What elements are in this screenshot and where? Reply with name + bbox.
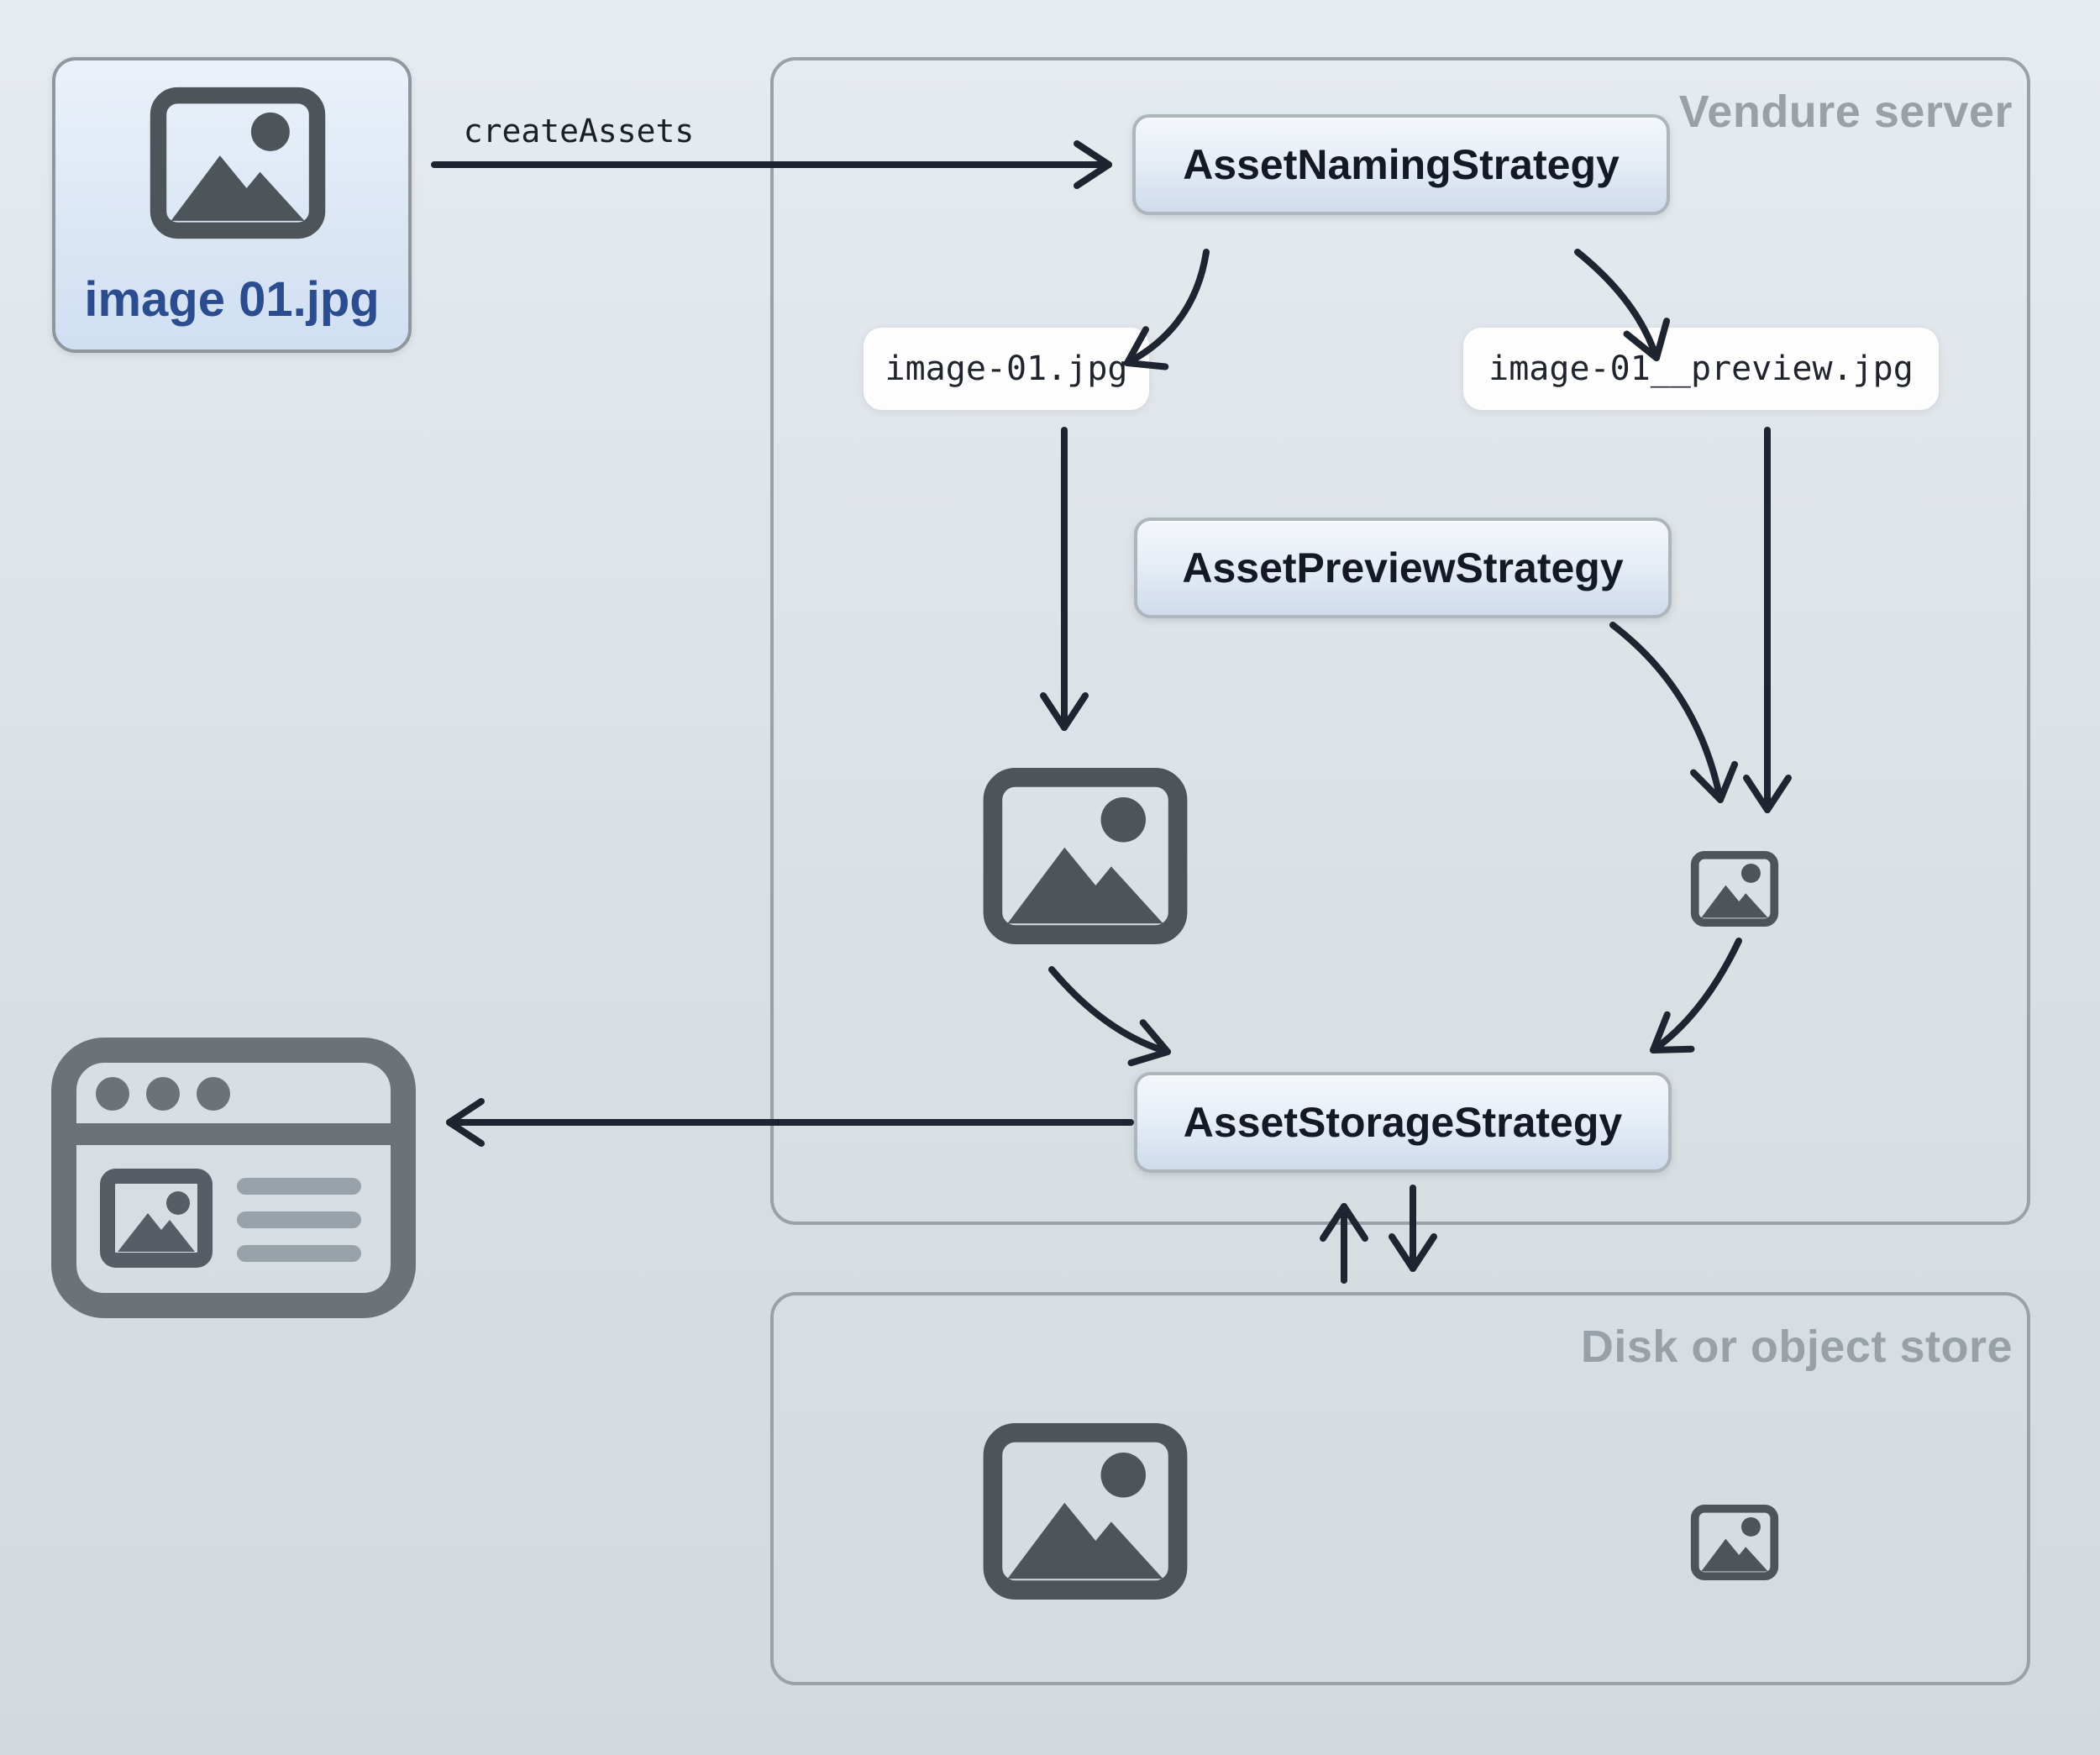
- source-file-label: image 01.jpg: [84, 272, 380, 327]
- disk-full-image-icon: [983, 1423, 1188, 1600]
- disk-preview-image-icon: [1690, 1504, 1779, 1581]
- image-icon: [150, 87, 326, 239]
- asset-preview-strategy-node: AssetPreviewStrategy: [1134, 518, 1672, 618]
- asset-preview-strategy-label: AssetPreviewStrategy: [1182, 544, 1624, 591]
- filename-preview-pill: image-01__preview.jpg: [1463, 328, 1939, 410]
- disk-store-container: Disk or object store: [770, 1292, 2030, 1685]
- server-preview-image-icon: [1690, 850, 1779, 927]
- asset-naming-strategy-label: AssetNamingStrategy: [1183, 141, 1620, 188]
- asset-naming-strategy-node: AssetNamingStrategy: [1132, 114, 1670, 215]
- browser-window-icon: [51, 1038, 416, 1318]
- disk-store-title: Disk or object store: [1580, 1322, 2013, 1372]
- filename-original-pill: image-01.jpg: [864, 328, 1149, 410]
- source-file-node: image 01.jpg: [52, 57, 412, 353]
- create-assets-label: createAssets: [463, 113, 695, 150]
- server-full-image-icon: [983, 768, 1188, 944]
- filename-preview-text: image-01__preview.jpg: [1488, 349, 1914, 388]
- vendure-server-container: Vendure server: [770, 57, 2030, 1225]
- filename-original-text: image-01.jpg: [885, 349, 1128, 388]
- vendure-server-title: Vendure server: [1678, 87, 2013, 137]
- browser-thumbnail-image-icon: [100, 1169, 213, 1268]
- asset-storage-strategy-label: AssetStorageStrategy: [1183, 1099, 1623, 1146]
- asset-storage-strategy-node: AssetStorageStrategy: [1134, 1072, 1672, 1173]
